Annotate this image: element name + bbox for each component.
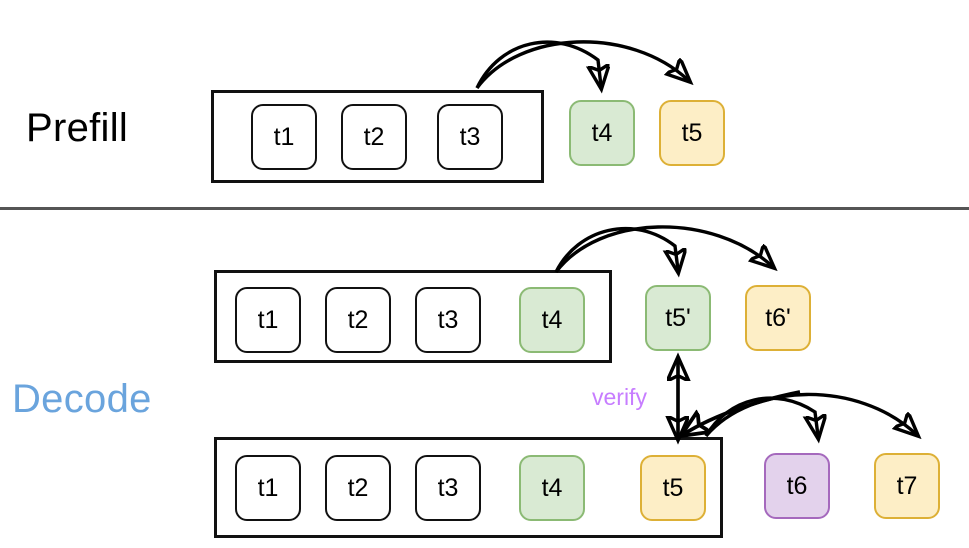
- token-label: t5': [665, 303, 691, 332]
- prefill-token-t5: t5: [659, 100, 725, 166]
- arrow-verify-to-t5: [684, 390, 801, 434]
- token-label: t7: [896, 471, 918, 500]
- token-label: t4: [591, 118, 613, 147]
- decode-draft-token-t4: t4: [519, 287, 585, 353]
- decode-verify-token-t3: t3: [415, 455, 481, 521]
- token-label: t4: [541, 473, 563, 502]
- decode-verify-token-t4: t4: [519, 455, 585, 521]
- decode-verify-token-t1: t1: [235, 455, 301, 521]
- decode-verify-sequence-container: [214, 437, 723, 538]
- token-label: t3: [437, 305, 459, 334]
- decode-draft-token-t1: t1: [235, 287, 301, 353]
- prefill-sequence-container: [211, 90, 544, 183]
- arrow-prefill-to-t5: [475, 40, 688, 90]
- decode-verify-token-t5: t5: [640, 455, 706, 521]
- token-label: t4: [541, 305, 563, 334]
- decode-draft-token-t5-prime: t5': [645, 285, 711, 351]
- prefill-section-label: Prefill: [26, 106, 129, 150]
- prefill-token-t1: t1: [251, 104, 317, 170]
- arrow-draft-to-t5-prime: [554, 226, 678, 272]
- arrow-prefill-to-t4: [475, 40, 601, 88]
- verify-label: verify: [592, 384, 647, 410]
- arrow-verify-to-t7: [704, 392, 916, 436]
- token-label: t5: [681, 118, 703, 147]
- decode-draft-token-t2: t2: [325, 287, 391, 353]
- decode-verify-token-t2: t2: [325, 455, 391, 521]
- section-divider: [0, 207, 969, 210]
- token-label: t1: [257, 305, 279, 334]
- prefill-token-t3: t3: [437, 104, 503, 170]
- token-label: t6': [765, 303, 791, 332]
- decode-section-label: Decode: [12, 377, 152, 421]
- decode-verify-token-t7: t7: [874, 453, 940, 519]
- decode-verify-token-t6: t6: [764, 453, 830, 519]
- token-label: t6: [786, 471, 808, 500]
- token-label: t1: [273, 122, 295, 151]
- token-label: t2: [347, 305, 369, 334]
- decode-draft-sequence-container: [214, 270, 612, 363]
- prefill-token-t4: t4: [569, 100, 635, 166]
- token-label: t5: [662, 473, 684, 502]
- token-label: t2: [347, 473, 369, 502]
- token-label: t3: [459, 122, 481, 151]
- decode-draft-token-t6-prime: t6': [745, 285, 811, 351]
- decode-draft-token-t3: t3: [415, 287, 481, 353]
- arrow-verify-to-t6: [704, 396, 818, 436]
- prefill-token-t2: t2: [341, 104, 407, 170]
- token-label: t1: [257, 473, 279, 502]
- token-label: t3: [437, 473, 459, 502]
- arrow-draft-to-t6-prime: [554, 225, 772, 274]
- token-label: t2: [363, 122, 385, 151]
